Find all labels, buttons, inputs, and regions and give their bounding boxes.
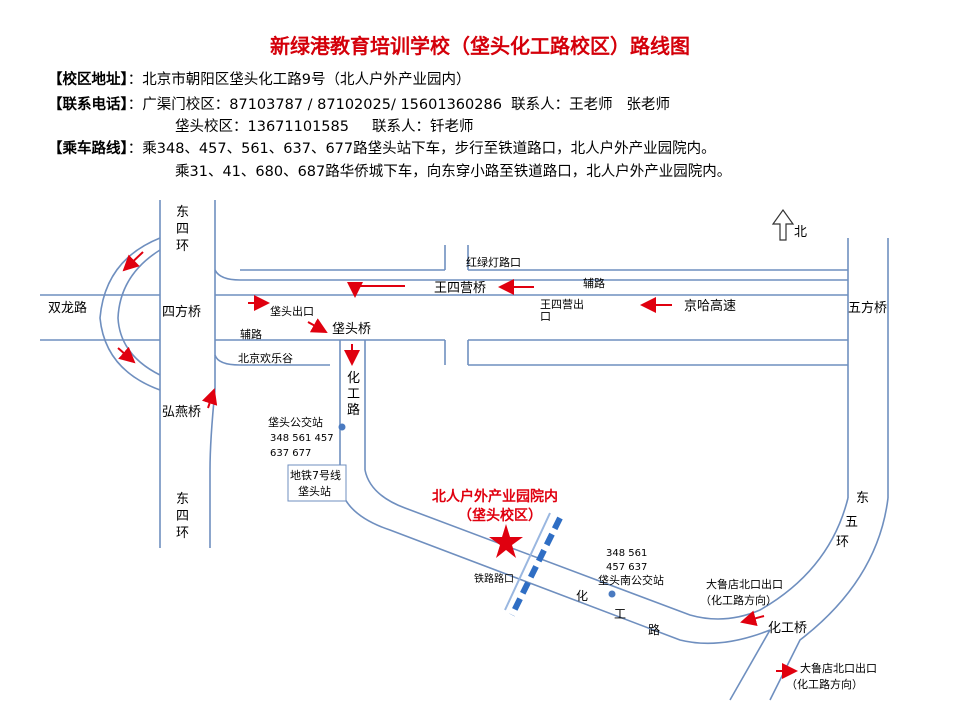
dongwuhuan-char-2: 五 <box>845 515 858 530</box>
dongsihuan-top-label: 东 四 环 <box>176 205 193 254</box>
futou-exit-label: 垡头出口 <box>270 304 314 318</box>
south-bus-lines-1: 348 561 <box>606 548 647 559</box>
dongsihuan-top-char-3: 环 <box>176 239 189 254</box>
wufangqiao-label: 五方桥 <box>848 300 887 316</box>
south-bus-lines-2: 457 637 <box>606 562 647 573</box>
map-labels: 东 四 环 东 四 环 东 五 环 双龙路 四方桥 红绿灯路口 辅路 王四营桥 … <box>48 205 887 691</box>
huagonglu-vertical-char-3: 路 <box>347 402 360 418</box>
jinghagaosu-label: 京哈高速 <box>684 298 736 314</box>
east-fifth-ring-road <box>729 238 889 701</box>
route-value-1: ：乘348、457、561、637、677路垡头站下车，步行至铁道路口，北人户外… <box>127 141 716 157</box>
wangsiying-exit-line-1: 王四营出 <box>540 297 584 311</box>
wangsiying-exit-label: 王四营出 口 <box>540 297 588 323</box>
campus-sublabel: （垡头校区） <box>458 507 542 524</box>
campus-star-icon <box>489 524 523 558</box>
daludian-exit1-label: 大鲁店北口出口 <box>706 577 783 591</box>
address-key: 【校区地址】 <box>48 72 128 88</box>
shuanglonglu-label: 双龙路 <box>48 300 87 316</box>
north-arrow-icon <box>771 208 795 241</box>
futou-bus-title: 垡头公交站 <box>268 415 323 429</box>
daludian-exit2-sublabel: （化工路方向） <box>786 677 863 691</box>
huagonglu-diag-char-2: 工 <box>614 607 626 621</box>
hongludenglukou-label: 红绿灯路口 <box>466 255 521 269</box>
phone-line-1: 【联系电话】：广渠门校区：87103787 / 87102025/ 156013… <box>48 93 670 114</box>
dongwuhuan-label: 东 五 环 <box>836 491 873 550</box>
dongsihuan-top-char-1: 东 <box>176 205 189 220</box>
address-line: 【校区地址】：北京市朝阳区垡头化工路9号（北人户外产业园内） <box>48 68 470 89</box>
dongsihuan-top-char-2: 四 <box>176 222 189 237</box>
dongwuhuan-char-3: 环 <box>836 535 849 550</box>
page-title: 新绿港教育培训学校（垡头化工路校区）路线图 <box>270 34 690 58</box>
campus-label: 北人户外产业园院内 <box>432 488 558 505</box>
huagongqiao-label: 化工桥 <box>768 621 807 636</box>
huagonglu-diag-char-1: 化 <box>576 589 588 603</box>
hongyanqiao-label: 弘燕桥 <box>162 405 201 420</box>
phone-key: 【联系电话】 <box>48 97 128 113</box>
tiedaolukou-label: 铁路路口 <box>474 572 514 585</box>
huagonglu-vertical-char-2: 工 <box>347 387 360 402</box>
jingha-expressway <box>214 245 848 366</box>
fulu-left-label: 辅路 <box>240 327 262 341</box>
huagonglu-diag-char-3: 路 <box>648 622 660 637</box>
route-line-1: 【乘车路线】：乘348、457、561、637、677路垡头站下车，步行至铁道路… <box>48 137 716 158</box>
futou-bus-stop-dot <box>338 423 346 431</box>
huagonglu-vertical-char-1: 化 <box>347 371 360 386</box>
route-key: 【乘车路线】 <box>48 141 128 157</box>
phone-line-2: 垡头校区：13671101585 联系人：钎老师 <box>175 119 474 135</box>
south-bus-title: 垡头南公交站 <box>598 573 664 587</box>
dongsihuan-bottom-char-3: 环 <box>176 526 189 541</box>
huagonglu-vertical-label: 化 工 路 <box>347 371 364 418</box>
futouqiao-label: 垡头桥 <box>332 322 371 337</box>
dongsihuan-bottom-char-1: 东 <box>176 492 189 507</box>
railway-line <box>504 512 563 617</box>
dongsihuan-bottom-char-2: 四 <box>176 509 189 524</box>
north-label: 北 <box>794 225 807 240</box>
futou-bus-lines-2: 637 677 <box>270 448 311 459</box>
metro-line-label: 地铁7号线 <box>290 468 341 482</box>
dongsihuan-bottom-label: 东 四 环 <box>176 492 193 541</box>
metro-station-box <box>287 464 347 502</box>
fulu-top-label: 辅路 <box>583 276 605 290</box>
route-arrows <box>117 251 798 679</box>
daludian-exit2-label: 大鲁店北口出口 <box>800 661 877 675</box>
sifangqiao-label: 四方桥 <box>162 304 201 320</box>
futou-bus-lines-1: 348 561 457 <box>270 433 334 444</box>
daludian-exit1-sublabel: （化工路方向） <box>700 593 777 607</box>
route-line-2: 乘31、41、680、687路华侨城下车，向东穿小路至铁道路口，北人户外产业园院… <box>175 164 732 180</box>
wangsiyingqiao-label: 王四营桥 <box>434 281 486 296</box>
futou-south-bus-stop-dot <box>608 590 616 598</box>
phone-value-1: ：广渠门校区：87103787 / 87102025/ 15601360286 … <box>127 97 670 113</box>
dongwuhuan-char-1: 东 <box>856 491 869 506</box>
beijinghuanlegu-label: 北京欢乐谷 <box>238 351 293 365</box>
address-value: ：北京市朝阳区垡头化工路9号（北人户外产业园内） <box>127 72 471 88</box>
wangsiying-exit-line-2: 口 <box>540 310 551 323</box>
metro-station-label: 垡头站 <box>298 484 331 498</box>
